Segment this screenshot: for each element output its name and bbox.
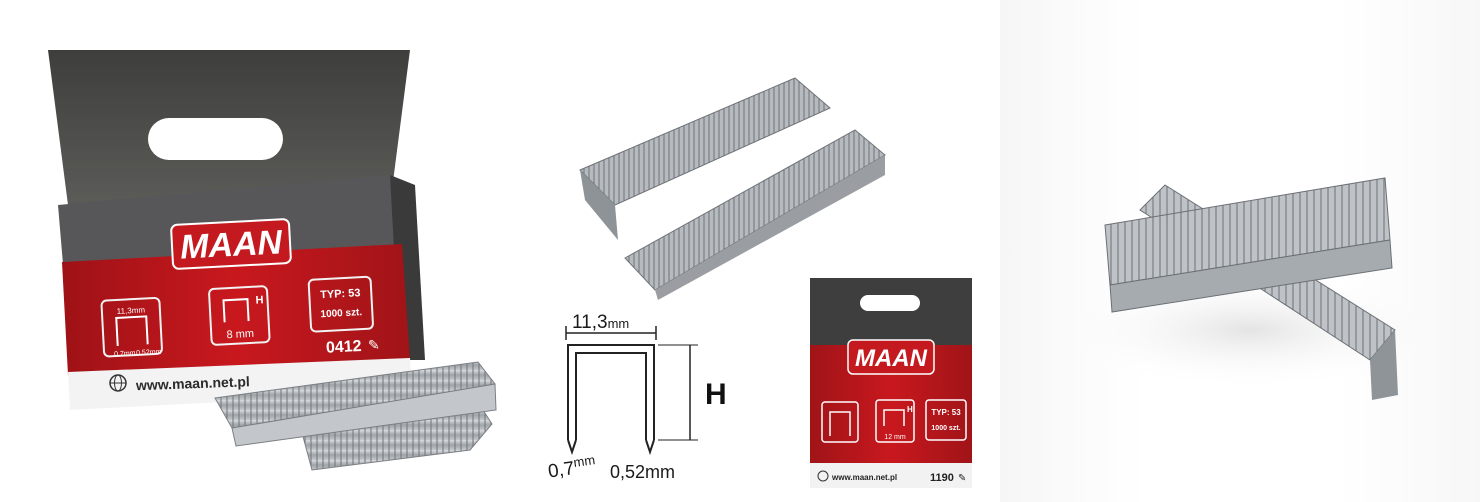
product-code: 0412	[326, 338, 363, 357]
type-panel	[307, 275, 374, 333]
small-type-label: TYP: 53	[931, 408, 961, 417]
website-url: www.maan.net.pl	[135, 373, 250, 393]
staple-strips	[214, 361, 497, 471]
dim-wire-label: 0,7mm	[114, 350, 136, 358]
type-label: TYP: 53	[320, 287, 361, 301]
small-globe-icon	[817, 470, 829, 482]
brand-logo-text: MAAN	[179, 223, 284, 266]
hand-stapler-icon: ✎	[368, 337, 381, 354]
small-website-url: www.maan.net.pl	[831, 473, 897, 482]
small-size-label: 12 mm	[884, 434, 906, 441]
staple-box-illustration: MAAN 11,3mm 0,7mm 0,52mm H 8 mm TYP: 53 …	[48, 50, 497, 471]
diagram-thickness-value: 0,52mm	[610, 462, 675, 482]
dim-thickness-label: 0,52mm	[136, 349, 162, 357]
small-staple-box: MAAN H 12 mm TYP: 53 1000 szt. www.maan.…	[810, 278, 972, 488]
small-stapler-icon: ✎	[958, 473, 966, 484]
staple-size-label: 8 mm	[226, 328, 254, 341]
staple-dimension-diagram: 11,3mm H 0,7mm 0,52mm	[546, 312, 727, 483]
diagram-wire-value: 0,7mm	[546, 452, 597, 482]
crossed-staples-illustration	[1050, 177, 1450, 400]
diagram-height-label: H	[705, 378, 727, 411]
crossed-staples-panel	[1000, 0, 1480, 502]
hang-hole	[148, 118, 283, 160]
quantity-label: 1000 szt.	[320, 307, 362, 320]
dim-width-label: 11,3mm	[117, 305, 146, 315]
staple-dimension-panel	[100, 296, 163, 358]
upper-staple-strip	[1104, 177, 1393, 313]
staple-strips-photo	[579, 77, 886, 300]
small-hang-hole	[860, 295, 920, 311]
small-product-code: 1190	[930, 472, 954, 484]
diagram-width-value: 11,3mm	[572, 312, 629, 333]
height-symbol: H	[255, 294, 264, 306]
box-bottom-strip	[68, 358, 412, 410]
small-height-symbol: H	[907, 405, 913, 414]
box-red-band	[62, 244, 410, 375]
staple-box-photo-panel: MAAN 11,3mm 0,7mm 0,52mm H 8 mm TYP: 53 …	[0, 0, 530, 502]
brand-logo-badge	[170, 218, 292, 270]
staple-height-panel	[208, 285, 271, 346]
staple-spec-panel: 11,3mm H 0,7mm 0,52mm MAAN H 12 mm	[530, 0, 1000, 502]
staple-spec-illustration: 11,3mm H 0,7mm 0,52mm MAAN H 12 mm	[546, 77, 972, 488]
small-quantity-label: 1000 szt.	[931, 425, 960, 432]
small-brand-logo: MAAN	[855, 345, 928, 372]
